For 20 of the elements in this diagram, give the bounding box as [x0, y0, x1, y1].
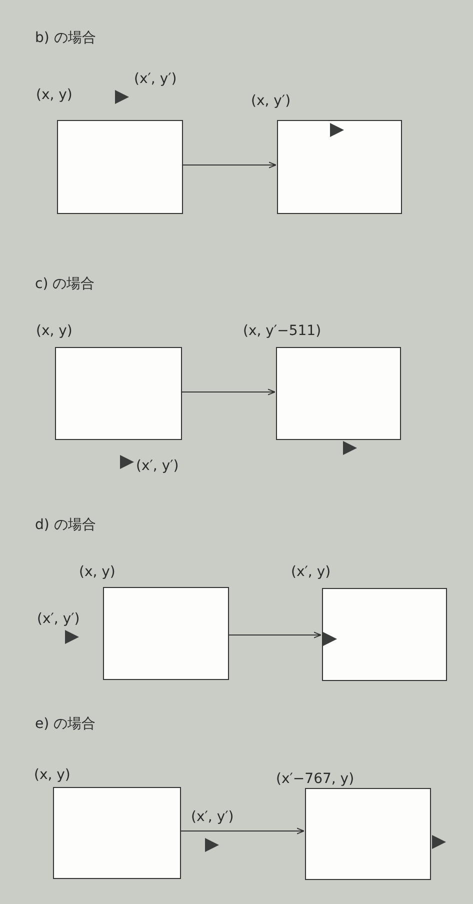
section-heading: e) の場合: [35, 716, 96, 732]
coordinate-label: (x, y′−511): [243, 323, 322, 339]
section-heading: b) の場合: [35, 30, 96, 46]
coordinate-label: (x′, y′): [134, 71, 177, 87]
coordinate-label: (x, y): [34, 767, 70, 783]
coordinate-label: (x, y′): [251, 93, 291, 109]
coordinate-label: (x, y): [79, 564, 116, 580]
coordinate-label: (x, y): [36, 323, 72, 339]
arrow: [228, 632, 322, 638]
coordinate-label: (x′, y′): [37, 611, 80, 627]
coordinate-label: (x′, y): [291, 564, 331, 580]
coordinate-label: (x, y): [36, 87, 72, 103]
arrow: [180, 828, 304, 834]
coordinate-label: (x′, y′): [136, 458, 179, 474]
arrow: [182, 162, 276, 168]
coordinate-label: (x′−767, y): [276, 771, 354, 787]
arrow: [182, 388, 276, 396]
section-heading: c) の場合: [35, 276, 95, 292]
section-heading: d) の場合: [35, 517, 96, 533]
coordinate-label: (x′, y′): [191, 809, 234, 825]
